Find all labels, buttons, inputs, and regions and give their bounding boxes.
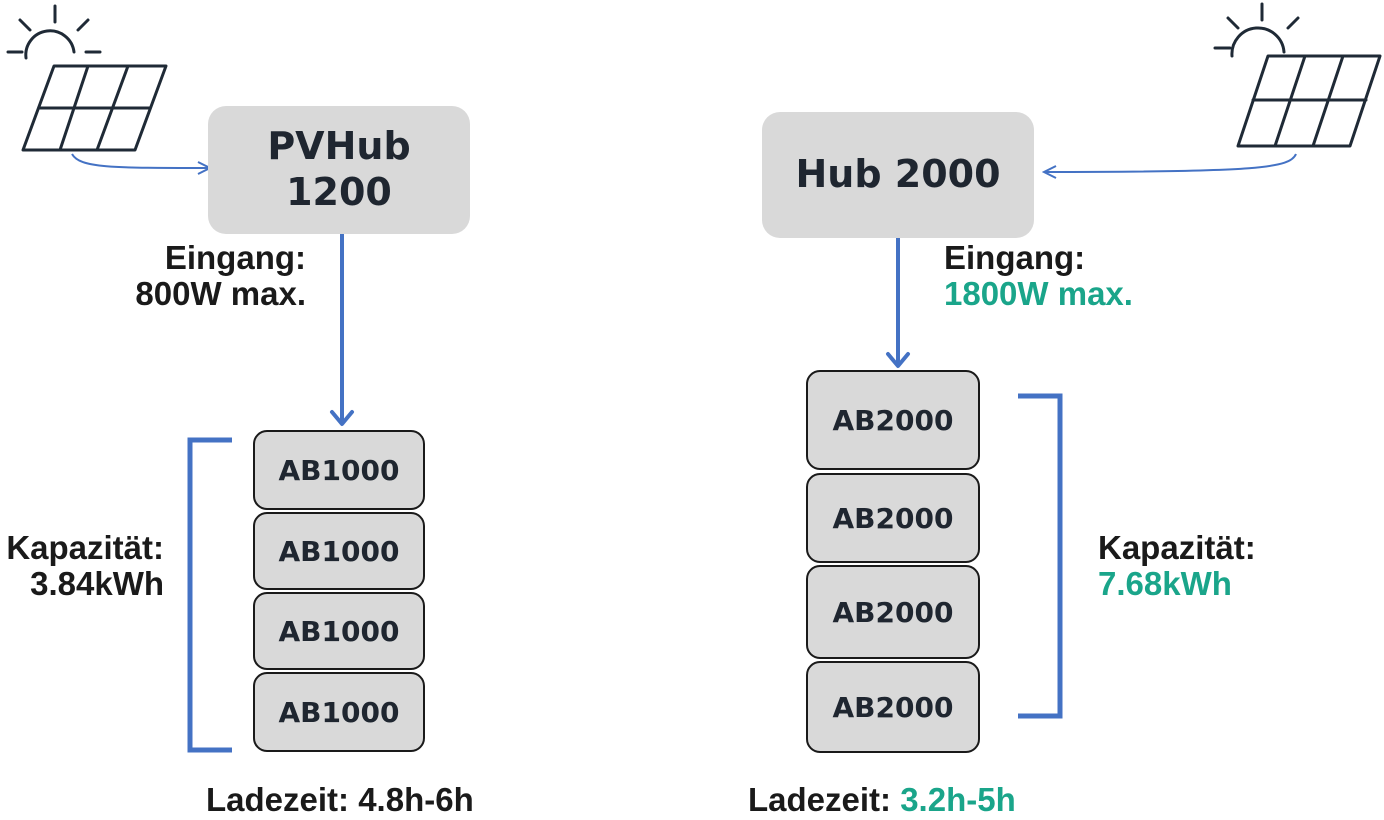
input-value: 1800W max.: [944, 275, 1133, 312]
battery-module: AB1000: [253, 672, 425, 752]
capacity-label: Kapazität: 3.84kWh: [6, 530, 164, 602]
battery-module: AB2000: [806, 565, 980, 659]
battery-module: AB1000: [253, 592, 425, 670]
battery-module: AB2000: [806, 370, 980, 470]
input-title: Eingang:: [944, 239, 1086, 276]
input-label: Eingang: 1800W max.: [944, 240, 1133, 312]
solar-panel-icon: [1213, 2, 1382, 148]
hub-model: 1200: [286, 170, 392, 214]
hub-title: Hub 2000: [795, 152, 1001, 197]
capacity-label: Kapazität: 7.68kWh: [1098, 530, 1256, 602]
sun-icon: [6, 4, 102, 60]
capacity-title: Kapazität:: [1098, 529, 1256, 566]
charge-value: 3.2h-5h: [900, 781, 1016, 818]
input-value: 800W max.: [135, 275, 306, 312]
hub-title: PVHub: [267, 124, 411, 169]
charge-value: 4.8h-6h: [358, 781, 474, 818]
charge-time-label: Ladezeit: 3.2h-5h: [748, 782, 1016, 818]
battery-module: AB2000: [806, 473, 980, 563]
sun-icon: [1213, 2, 1300, 58]
charge-time-label: Ladezeit: 4.8h-6h: [206, 782, 474, 818]
solar-to-hub-arrow: [1044, 153, 1297, 172]
battery-module: AB1000: [253, 512, 425, 590]
hub-box: PVHub 1200: [208, 106, 470, 234]
charge-title: Ladezeit:: [206, 781, 350, 818]
capacity-value: 7.68kWh: [1098, 565, 1232, 602]
capacity-title: Kapazität:: [6, 529, 164, 566]
capacity-bracket: [187, 437, 232, 753]
solar-to-hub-arrow: [71, 153, 210, 168]
capacity-value: 3.84kWh: [30, 565, 164, 602]
input-label: Eingang: 800W max.: [135, 240, 306, 312]
battery-module: AB1000: [253, 430, 425, 510]
battery-module: AB2000: [806, 661, 980, 753]
hub-box: Hub 2000: [762, 112, 1034, 238]
charge-title: Ladezeit:: [748, 781, 892, 818]
input-title: Eingang:: [164, 239, 306, 276]
capacity-bracket: [1018, 393, 1063, 719]
solar-panel-icon: [6, 4, 168, 152]
